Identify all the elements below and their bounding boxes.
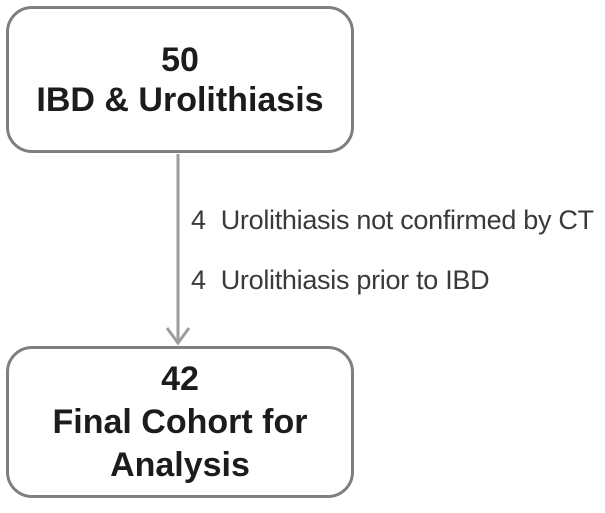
initial-cohort-count: 50	[161, 40, 199, 79]
exclusion-count: 4	[191, 265, 206, 295]
final-cohort-count: 42	[161, 359, 199, 398]
final-cohort-label: Final Cohort for Analysis	[52, 402, 308, 484]
down-arrow	[165, 154, 191, 346]
exclusion-count: 4	[191, 205, 206, 235]
final-cohort-box: 42 Final Cohort for Analysis	[6, 346, 354, 498]
exclusion-item: 4 Urolithiasis not confirmed by CT	[191, 203, 594, 237]
exclusion-label: Urolithiasis prior to IBD	[220, 265, 490, 295]
exclusion-item: 4 Urolithiasis prior to IBD	[191, 263, 490, 297]
exclusion-label: Urolithiasis not confirmed by CT	[220, 205, 594, 235]
initial-cohort-label: IBD & Urolithiasis	[36, 80, 324, 119]
initial-cohort-box: 50 IBD & Urolithiasis	[6, 6, 354, 153]
